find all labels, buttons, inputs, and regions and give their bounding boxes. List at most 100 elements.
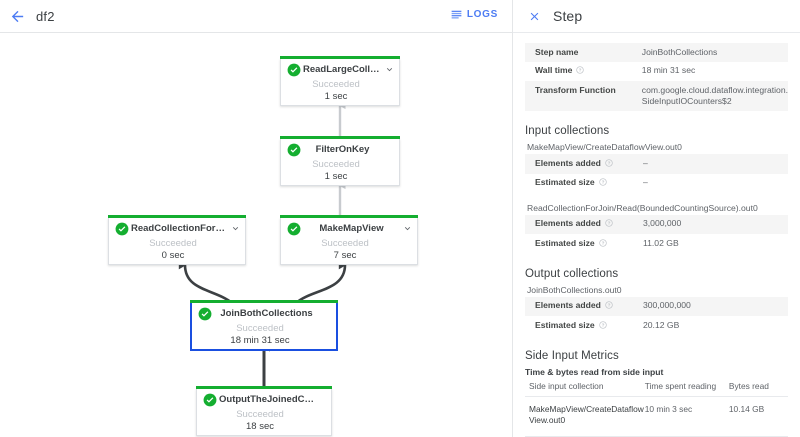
row-key-label: Estimated size (535, 319, 595, 330)
node-time: 18 sec (246, 421, 274, 432)
logs-button[interactable]: LOGS (450, 8, 498, 21)
input-collection-table-1: Elements added? 3,000,000 Estimated size… (525, 214, 788, 254)
node-time: 0 sec (161, 250, 185, 261)
arrow-left-icon (11, 10, 23, 22)
node-status: Succeeded (312, 159, 360, 170)
input-collection-table-0: Elements added? – Estimated size? – (525, 154, 788, 193)
pipeline-graph-canvas[interactable]: ReadLargeCollectionFr… Succeeded 1 sec F… (0, 33, 512, 437)
node-status-accent-bar (190, 300, 338, 303)
row-value: – (643, 177, 648, 188)
collection-name: ReadCollectionForJoin/Read(BoundedCounti… (527, 202, 758, 213)
svg-text:?: ? (601, 240, 604, 245)
node-header: ReadLargeCollectionFr… (281, 59, 399, 80)
node-status: Succeeded (312, 79, 360, 90)
row-key: Elements added? (525, 154, 643, 174)
section-title-side-input-metrics: Side Input Metrics (525, 349, 619, 362)
row-key-label: Wall time (535, 65, 573, 76)
help-circle-icon[interactable]: ? (605, 301, 613, 313)
table-row: Estimated size? – (525, 174, 788, 194)
svg-text:?: ? (607, 161, 610, 166)
side-input-metrics-table: Side input collection Time spent reading… (525, 378, 788, 437)
help-circle-icon[interactable]: ? (599, 238, 607, 251)
node-header: FilterOnKey (281, 139, 399, 160)
row-key-label: Estimated size (535, 237, 595, 248)
close-icon (530, 12, 538, 20)
svg-text:?: ? (601, 180, 604, 185)
node-title: ReadLargeCollectionFr… (303, 64, 384, 75)
help-circle-icon[interactable]: ? (599, 178, 607, 190)
row-key: Elements added? (525, 297, 643, 317)
top-app-bar: df2 LOGS (0, 0, 512, 33)
table-row: Transform Function com.google.cloud.data… (525, 81, 788, 112)
graph-node-join-both-collections[interactable]: JoinBothCollections Succeeded 18 min 31 … (190, 300, 338, 351)
row-key-label: Elements added (535, 300, 601, 311)
collection-name: JoinBothCollections.out0 (527, 284, 622, 295)
row-value: 3,000,000 (643, 218, 682, 229)
row-key: Estimated size? (525, 234, 643, 254)
node-time: 7 sec (333, 250, 357, 261)
row-key: Estimated size? (525, 316, 643, 336)
output-collection-table-0: Elements added? 300,000,000 Estimated si… (525, 296, 788, 336)
graph-node-filter-on-key[interactable]: FilterOnKey Succeeded 1 sec (280, 136, 400, 186)
row-key: Wall time? (525, 62, 642, 82)
help-circle-icon[interactable]: ? (605, 159, 613, 171)
node-status-accent-bar (280, 215, 418, 218)
help-circle-icon[interactable]: ? (605, 219, 613, 231)
help-circle-icon[interactable]: ? (599, 321, 607, 333)
row-key: Step name (535, 46, 579, 57)
row-value: 11.02 GB (643, 237, 679, 248)
node-status-accent-bar (108, 215, 246, 218)
graph-node-read-large-collection[interactable]: ReadLargeCollectionFr… Succeeded 1 sec (280, 56, 400, 106)
table-row: Estimated size? 20.12 GB (525, 316, 788, 336)
node-status-accent-bar (280, 136, 400, 139)
node-status: Succeeded (321, 238, 369, 249)
close-button[interactable] (523, 5, 545, 27)
row-value: 300,000,000 (643, 300, 691, 311)
logs-list-icon (451, 10, 462, 19)
table-row: Elements added? 3,000,000 (525, 214, 788, 235)
chevron-down-icon[interactable] (402, 223, 413, 234)
svg-text:?: ? (607, 303, 610, 308)
table-row: Elements added? – (525, 154, 788, 174)
node-status: Succeeded (236, 323, 284, 334)
graph-node-read-collection-for-join[interactable]: ReadCollectionForJoin Succeeded 0 sec (108, 215, 246, 265)
chevron-down-icon[interactable] (384, 64, 395, 75)
graph-node-make-map-view[interactable]: MakeMapView Succeeded 7 sec (280, 215, 418, 265)
job-name-label: df2 (36, 8, 55, 24)
row-key-label: Estimated size (535, 177, 595, 188)
cell-side-input-collection: MakeMapView/CreateDataflow View.out0 (525, 396, 644, 437)
back-arrow-icon[interactable] (0, 0, 34, 33)
node-status: Succeeded (149, 238, 197, 249)
check-circle-icon (287, 143, 301, 156)
help-circle-icon[interactable]: ? (576, 66, 585, 78)
cell-bytes-read: 10.14 GB (724, 396, 788, 437)
row-key: Estimated size? (525, 174, 643, 194)
row-value: 20.12 GB (643, 319, 680, 330)
panel-header: Step (513, 0, 800, 33)
node-header: OutputTheJoinedCollec… (197, 389, 331, 410)
node-status: Succeeded (236, 409, 284, 420)
row-key-label: Elements added (535, 157, 601, 168)
node-header: ReadCollectionForJoin (109, 218, 245, 239)
node-status-accent-bar (280, 56, 400, 59)
node-time: 18 min 31 sec (230, 335, 290, 346)
chevron-down-icon[interactable] (230, 223, 241, 234)
check-circle-icon (287, 222, 301, 235)
svg-text:?: ? (607, 221, 610, 226)
svg-text:?: ? (601, 323, 604, 328)
row-key: Elements added? (525, 215, 643, 235)
collection-name: MakeMapView/CreateDataflowView.out0 (527, 142, 682, 153)
check-circle-icon (115, 222, 129, 235)
column-header-time-spent-reading: Time spent reading (640, 378, 725, 397)
logs-label: LOGS (466, 9, 498, 20)
row-value: JoinBothCollections (641, 46, 718, 57)
graph-node-output-the-joined-collection[interactable]: OutputTheJoinedCollec… Succeeded 18 sec (196, 386, 332, 436)
check-circle-icon (203, 393, 217, 406)
node-time: 1 sec (324, 91, 348, 102)
edge-readjoin-to-join (178, 260, 233, 305)
section-title-output-collections: Output collections (525, 267, 619, 280)
row-key-label: Elements added (535, 218, 601, 229)
node-title: OutputTheJoinedCollec… (219, 394, 316, 405)
column-header-bytes-read: Bytes read (724, 378, 788, 397)
